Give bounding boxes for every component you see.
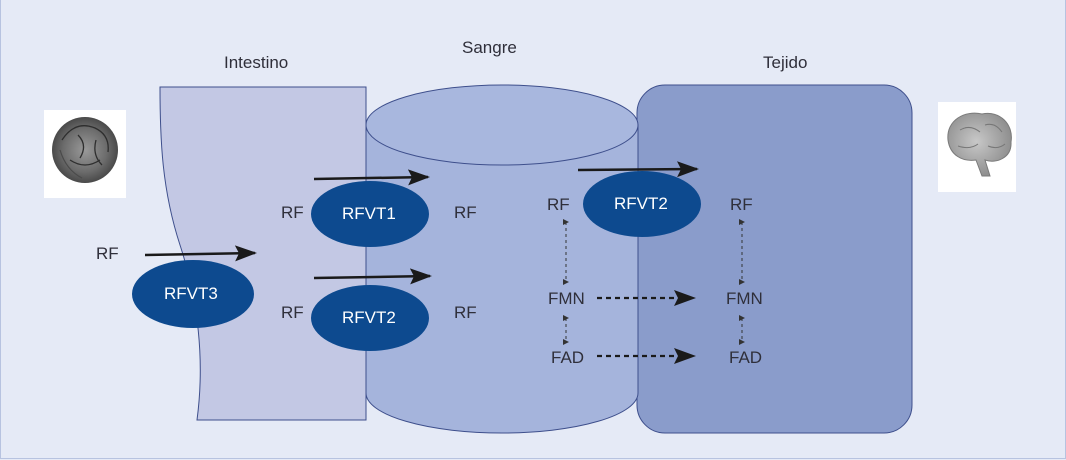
rfvt1-label: RFVT1 bbox=[342, 204, 396, 223]
rfvt3-arrow bbox=[144, 245, 257, 262]
tissue-region bbox=[636, 84, 913, 434]
rfvt2-tissue-transporter bbox=[583, 171, 701, 237]
rfvt2-intestine-label: RFVT2 bbox=[342, 308, 396, 327]
rfvt2-intestine-arrow bbox=[313, 268, 432, 285]
rfvt1-transporter bbox=[311, 181, 429, 247]
intestine-region bbox=[159, 86, 367, 421]
fad-blood-label: FAD bbox=[551, 348, 585, 367]
fmn-blood-label: FMN bbox=[548, 289, 585, 308]
rf-lumen-label: RF bbox=[96, 244, 119, 263]
rfvt2-tissue-arrow bbox=[577, 161, 699, 178]
rf-blood-top-label: RF bbox=[454, 203, 477, 222]
blood-cylinder bbox=[365, 84, 639, 434]
rfvt1-arrow bbox=[313, 169, 430, 186]
rfvt2-intestine-transporter bbox=[311, 285, 429, 351]
rfvt3-label: RFVT3 bbox=[164, 284, 218, 303]
fmn-tissue-label: FMN bbox=[726, 289, 763, 308]
tissue-title: Tejido bbox=[763, 53, 808, 72]
rf-intestine-top-label: RF bbox=[281, 203, 304, 222]
rfvt2-tissue-label: RFVT2 bbox=[614, 194, 668, 213]
rfvt3-transporter bbox=[132, 260, 254, 328]
fad-tissue-label: FAD bbox=[729, 348, 763, 367]
blood-title: Sangre bbox=[462, 38, 517, 57]
rf-tissue-label: RF bbox=[730, 195, 753, 214]
intestine-title: Intestino bbox=[224, 53, 289, 72]
cabbage-image bbox=[44, 110, 126, 198]
rf-blood-right-label: RF bbox=[547, 195, 570, 214]
rf-intestine-bottom-label: RF bbox=[281, 303, 304, 322]
brain-image bbox=[938, 102, 1016, 192]
rf-blood-bottom-label: RF bbox=[454, 303, 477, 322]
